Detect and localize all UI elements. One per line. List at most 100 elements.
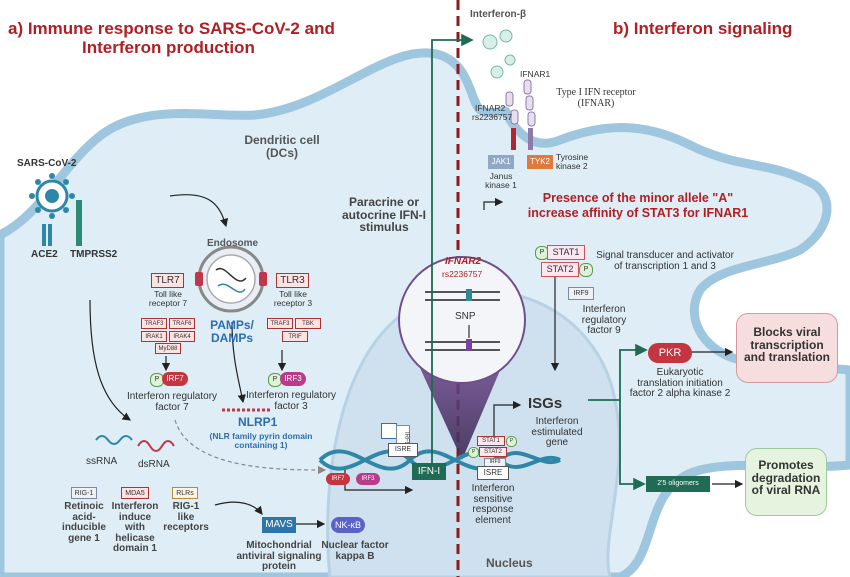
tlr3-desc-line1: Toll like <box>279 289 307 299</box>
ssrna-label: ssRNA <box>86 456 118 467</box>
sars-cov-2-virus <box>29 173 75 219</box>
tlr7-desc: Toll like receptor 7 <box>140 290 196 308</box>
paracrine-label: Paracrine or autocrine IFN-I stimulus <box>334 196 434 234</box>
irf3-desc-line1: Interferon regulatory <box>245 390 337 401</box>
tlr3-box: TLR3 <box>276 273 309 288</box>
isre-d1: Interferon <box>471 483 515 494</box>
tyk2-d1: Tyrosine <box>556 152 589 162</box>
tyk2-desc: Tyrosine kinase 2 <box>556 153 588 171</box>
mda5-d5: domain 1 <box>113 543 157 554</box>
outcome1-l2: transcription <box>750 337 824 352</box>
stat2-phospho: P <box>579 263 593 277</box>
dna-irf3-badge: IRF3 <box>356 473 380 485</box>
pkr-d1: Eukaryotic <box>656 367 704 378</box>
paracrine-l1: Paracrine or <box>348 195 420 209</box>
isgs-desc: Interferon estimulated gene <box>525 416 589 449</box>
interferon-beta-label: Interferon-β <box>470 9 527 20</box>
irf9-d1: Interferon <box>582 304 626 315</box>
complex7-irak4: IRAK4 <box>169 331 195 342</box>
mda5-d3: with <box>125 522 145 533</box>
nlrp1-desc-line2: containing 1) <box>234 439 288 450</box>
outcome-blocks-viral: Blocks viral transcription and translati… <box>736 313 838 383</box>
pamps-line2: DAMPs <box>210 330 253 345</box>
jak1-desc: Janus kinase 1 <box>482 172 520 190</box>
rlrs-box: RLRs <box>172 487 198 499</box>
isgs-d3: gene <box>545 437 569 448</box>
irf7-desc-line1: Interferon regulatory <box>126 391 218 402</box>
outcome2-l3: of viral RNA <box>751 483 821 498</box>
rig1-d1: Retinoic <box>64 501 104 512</box>
isgs-label: ISGs <box>528 395 563 412</box>
zoom-gene-label: IFNAR2 <box>445 256 482 267</box>
dna-isre-box: ISRE <box>388 443 418 457</box>
stat-desc: Signal transducer and activator of trans… <box>590 250 740 272</box>
pkr-desc: Eukaryotic translation initiation factor… <box>610 367 750 400</box>
jak1-d1: Janus <box>489 171 513 181</box>
rig1-d3: inducible <box>62 522 106 533</box>
nucleus-label: Nucleus <box>486 556 533 570</box>
endosome <box>195 245 267 313</box>
isgs-d2: estimulated <box>531 426 583 438</box>
stat-desc-line2: of transcription 1 and 3 <box>614 260 716 272</box>
ifn-i-gene-box: IFN-I <box>412 463 446 480</box>
dsrna-icon <box>137 440 175 452</box>
complex3-traf3: TRAF3 <box>267 318 293 329</box>
outcome1-l3: and translation <box>743 350 830 365</box>
ifnar-receptor <box>505 79 536 150</box>
mda5-box: MDA5 <box>121 487 149 499</box>
dna-complex-icon <box>381 423 397 439</box>
nfkb-desc: Nuclear factor kappa B <box>318 540 392 562</box>
nfkb-d2: kappa B <box>335 550 375 562</box>
isre-stat1-phospho: P <box>506 436 517 447</box>
mavs-desc: Mitochondrial antiviral signaling protei… <box>226 540 332 573</box>
irf7-desc-line2: factor 7 <box>155 401 189 413</box>
irf7-badge: IRF7 <box>162 372 188 386</box>
mda5-d4: helicase <box>115 532 155 544</box>
jak1-box: JAK1 <box>488 155 514 169</box>
ssrna-icon <box>95 435 133 445</box>
nlrp1-desc-line1: (NLR family pyrin domain <box>209 431 313 441</box>
ifnar-desc-line1: Type I IFN receptor <box>556 87 636 98</box>
pamps-label: PAMPs/ DAMPs <box>205 319 259 344</box>
irf3-badge: IRF3 <box>280 372 306 386</box>
rlrs-d2: like <box>177 511 195 523</box>
isre-d2: sensitive <box>473 493 513 505</box>
ifnar-desc: Type I IFN receptor (IFNAR) <box>546 87 646 109</box>
allele-note: Presence of the minor allele "A" increas… <box>505 191 771 221</box>
isre-d3: response <box>472 504 514 515</box>
tyk2-d2: kinase 2 <box>556 160 588 171</box>
mda5-d1: Interferon <box>111 501 159 512</box>
snp-label: SNP <box>455 311 476 322</box>
irf9-d3: factor 9 <box>587 325 621 336</box>
dc-label-line2: (DCs) <box>266 145 298 160</box>
isre-box: ISRE <box>477 466 509 480</box>
interferon-beta-molecules <box>482 29 516 79</box>
nfkb-d1: Nuclear factor <box>321 540 389 551</box>
complex7-irak1: IRAK1 <box>141 331 167 342</box>
nucleus <box>326 289 621 577</box>
rig1-box: RIG-1 <box>71 487 97 499</box>
dc-label-line1: Dendritic cell <box>244 133 320 147</box>
outcome1-l1: Blocks viral <box>753 325 821 339</box>
ifnar-desc-line2: (IFNAR) <box>577 97 615 109</box>
mavs-box: MAVS <box>262 517 296 533</box>
paracrine-l3: stimulus <box>359 220 409 235</box>
tlr7-desc-line1: Toll like <box>154 289 182 299</box>
complex7-traf6: TRAF6 <box>169 318 195 329</box>
paracrine-l2: autocrine IFN-I <box>341 207 426 222</box>
mavs-d3: protein <box>262 561 296 572</box>
jak1-d2: kinase 1 <box>485 179 517 190</box>
ifnar1-label: IFNAR1 <box>520 69 551 79</box>
title-b: b) Interferon signaling <box>613 19 793 38</box>
isgs-d1: Interferon <box>535 416 579 427</box>
zoom-circle <box>398 256 526 384</box>
virus-label: SARS-CoV-2 <box>17 158 77 169</box>
nfkb-badge: NK-κB <box>331 517 365 533</box>
mda5-desc: Interferon induce with helicase domain 1 <box>106 501 164 555</box>
rlrs-desc: RIG-1 like receptors <box>160 501 212 534</box>
tlr3-desc: Toll like receptor 3 <box>265 290 321 308</box>
dc-label: Dendritic cell (DCs) <box>242 134 322 159</box>
nlrp1-desc: (NLR family pyrin domain containing 1) <box>198 432 324 450</box>
ace2-receptor-icon <box>42 224 52 246</box>
complex3-trif: TRIF <box>282 331 308 342</box>
